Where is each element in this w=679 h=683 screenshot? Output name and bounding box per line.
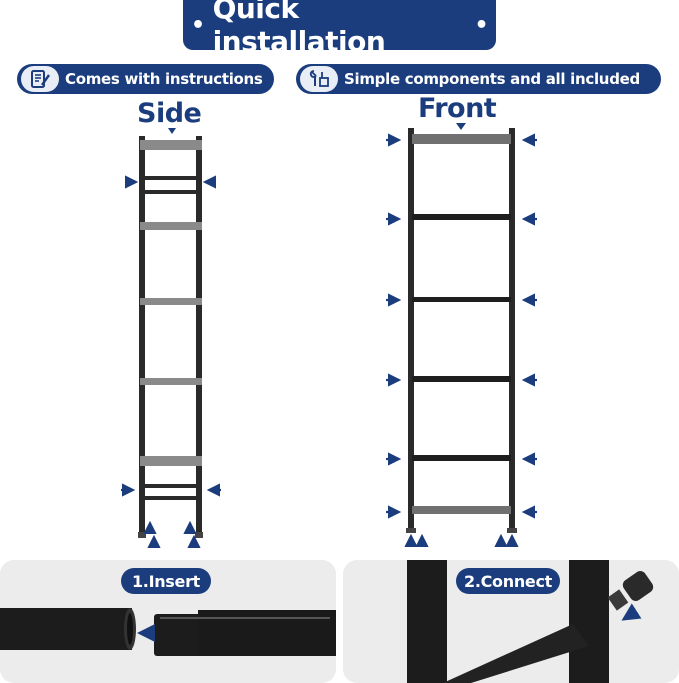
document-pen-icon	[21, 66, 59, 92]
front-view-rack	[406, 128, 517, 533]
instructions-badge: Comes with instructions	[17, 64, 274, 94]
page-title: Quick installation	[212, 0, 386, 58]
components-text: Simple components and all included	[344, 70, 640, 88]
title-banner: • Quick installation •	[183, 0, 496, 58]
insert-tubes-illustration	[0, 608, 336, 656]
instructions-text: Comes with instructions	[65, 70, 263, 88]
components-badge: Simple components and all included	[296, 64, 661, 94]
connect-frame-illustration	[407, 560, 654, 683]
front-arrows	[386, 133, 537, 547]
front-pointer-icon	[456, 123, 466, 130]
title-dot-right: •	[474, 12, 488, 38]
side-view-rack	[138, 136, 203, 538]
front-view-label: Front	[418, 93, 497, 124]
step-connect-label: 2.Connect	[456, 568, 560, 594]
side-pointer-icon	[168, 128, 176, 134]
side-arrows	[121, 175, 221, 548]
shelf-diagram	[121, 123, 537, 548]
step-insert-label: 1.Insert	[121, 568, 211, 594]
side-view-label: Side	[137, 98, 202, 129]
connect-panel	[343, 560, 679, 683]
title-dot-left: •	[191, 12, 205, 38]
tools-icon	[300, 66, 338, 92]
